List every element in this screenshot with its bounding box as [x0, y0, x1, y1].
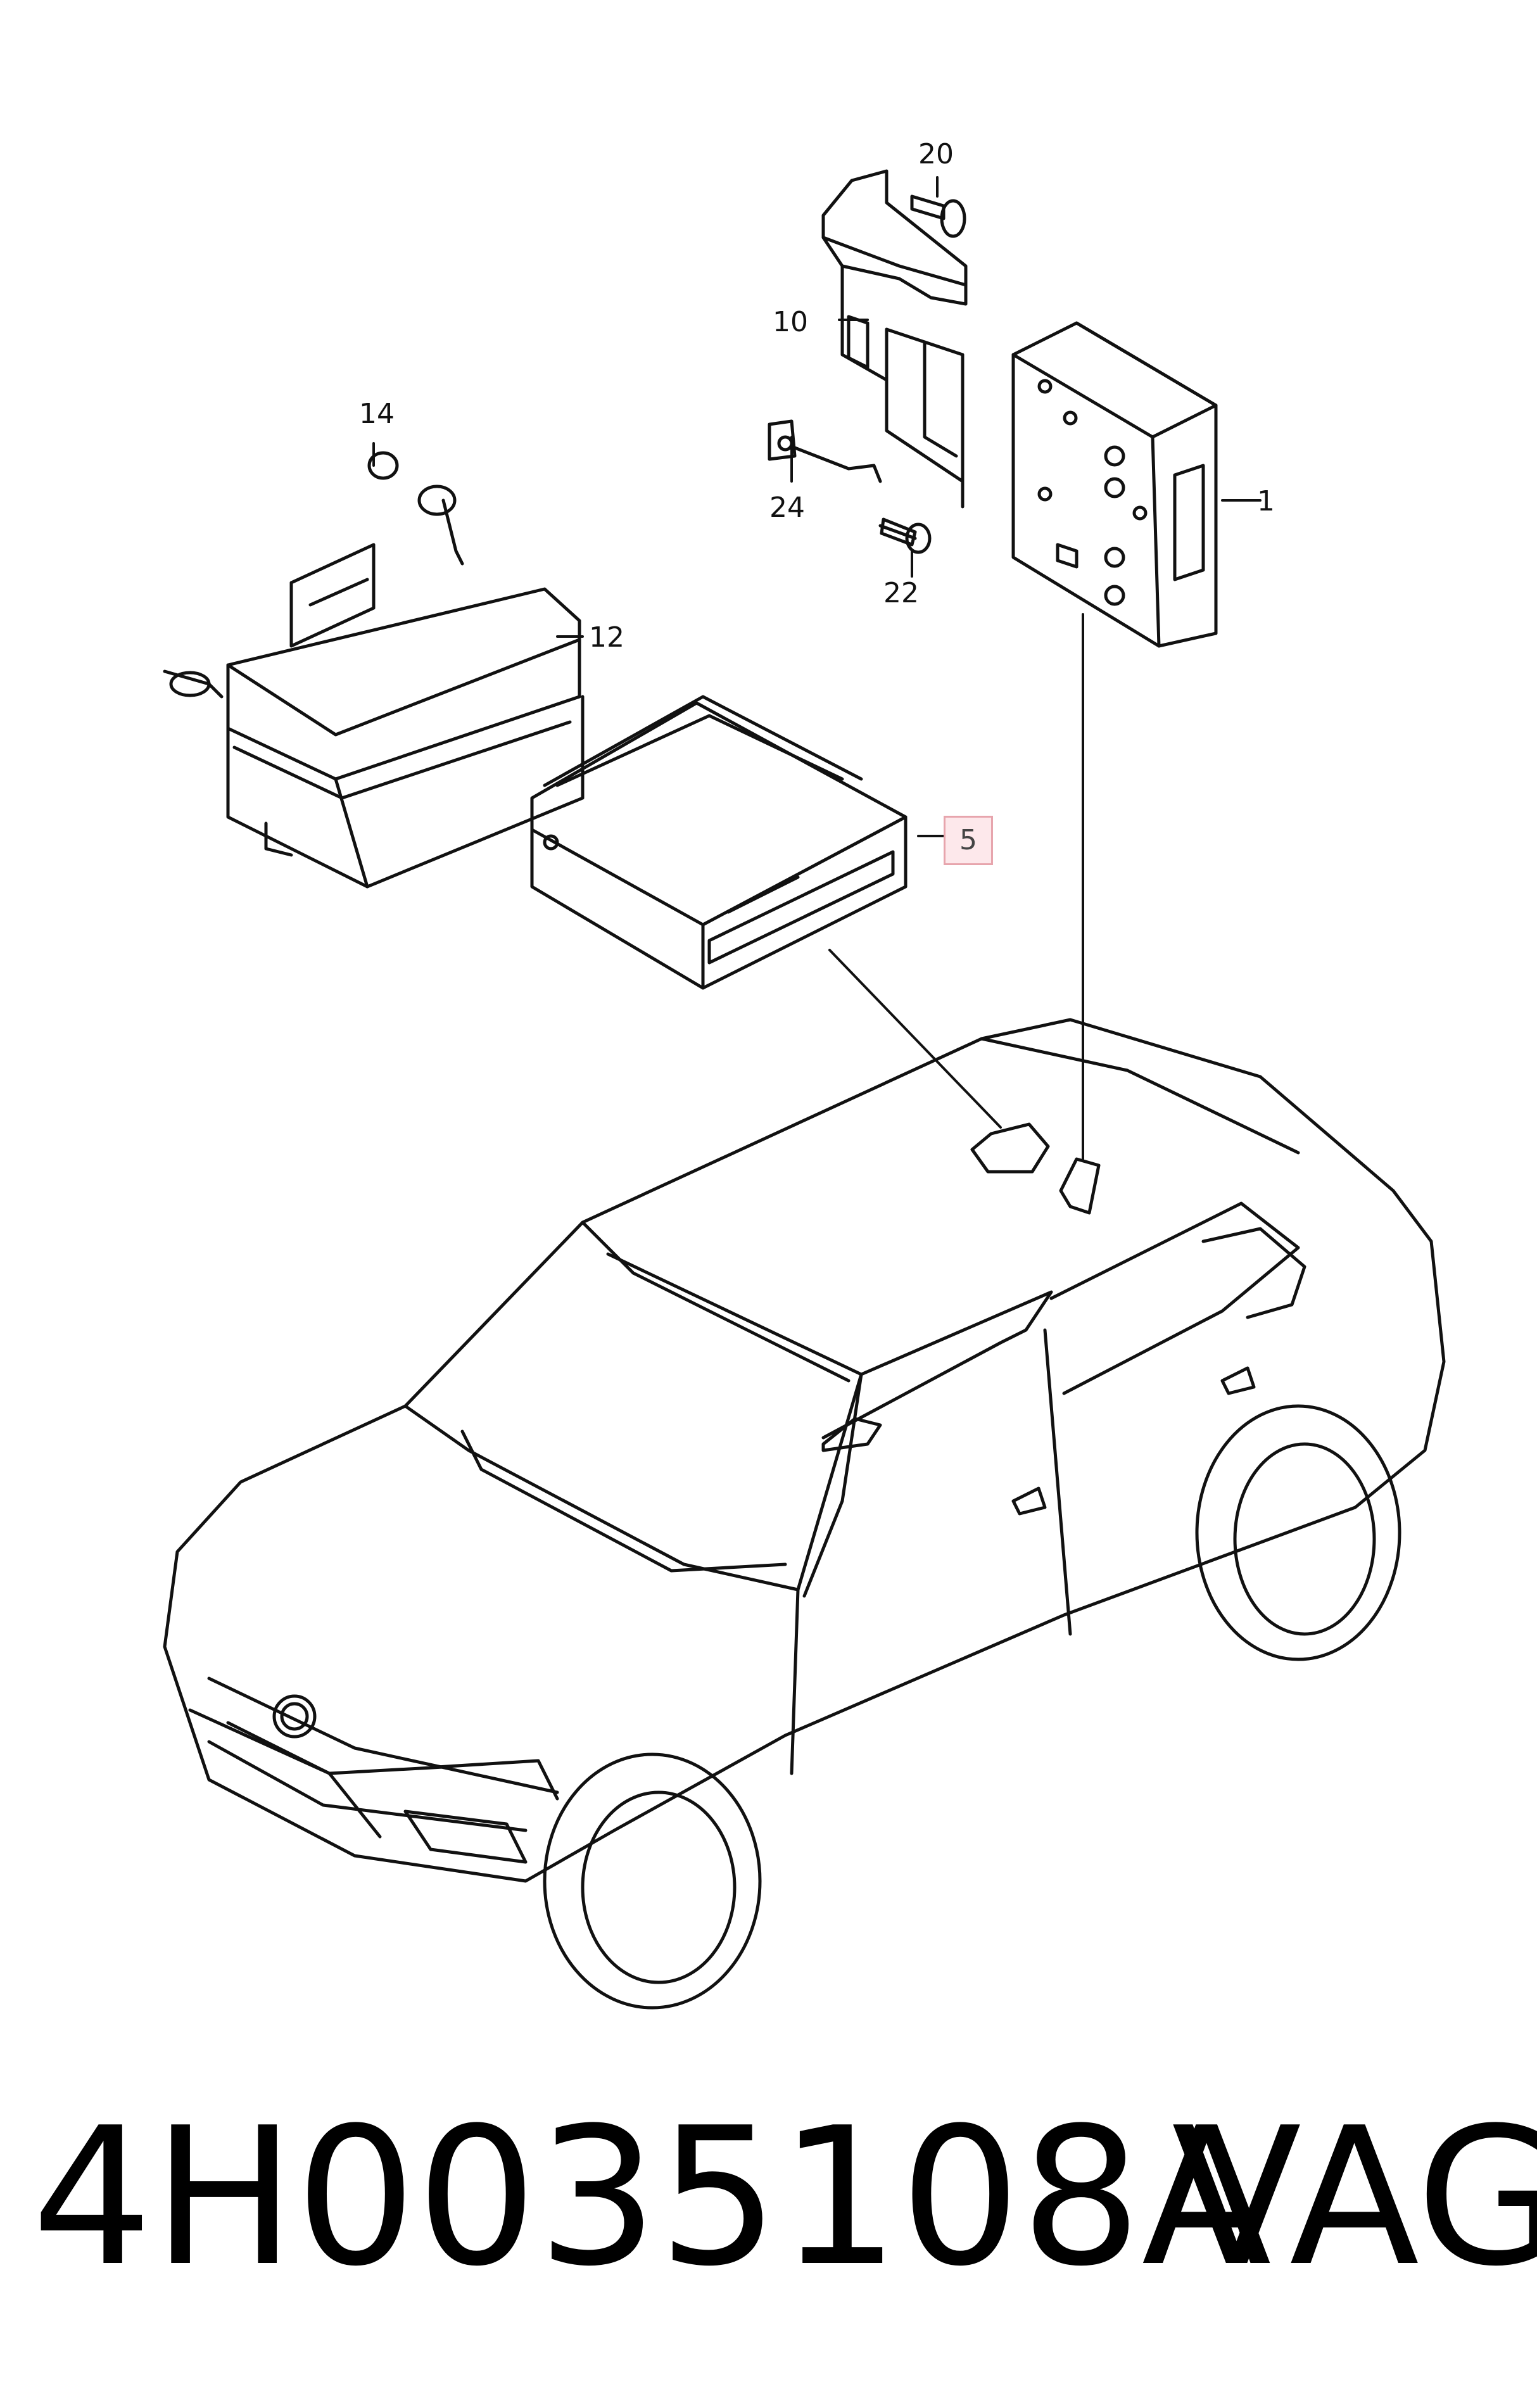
- control-unit: [1011, 321, 1218, 648]
- callout-14: 14: [359, 398, 395, 430]
- callout-5-highlighted[interactable]: 5: [944, 816, 993, 865]
- bolt-20: [910, 194, 966, 238]
- cd-changer: [530, 695, 908, 990]
- brand-label: VAG: [1172, 2087, 1537, 2308]
- footer: 4H0035108A VAG: [19, 2087, 1537, 2343]
- leader-lines: [372, 176, 1262, 1160]
- callout-24: 24: [769, 491, 805, 524]
- location-markers: [970, 1122, 1101, 1215]
- part-number: 4H0035108A: [32, 2087, 1272, 2308]
- callout-12: 12: [589, 621, 624, 654]
- mounting-frame: [163, 451, 585, 889]
- vehicle-outline: [163, 1018, 1446, 2010]
- callout-10: 10: [773, 306, 808, 338]
- mounting-bracket: [821, 169, 968, 509]
- callout-22: 22: [883, 577, 919, 609]
- clip-24: [768, 419, 882, 483]
- callout-20: 20: [918, 138, 954, 170]
- screw-22: [878, 517, 932, 554]
- callout-1: 1: [1257, 485, 1275, 517]
